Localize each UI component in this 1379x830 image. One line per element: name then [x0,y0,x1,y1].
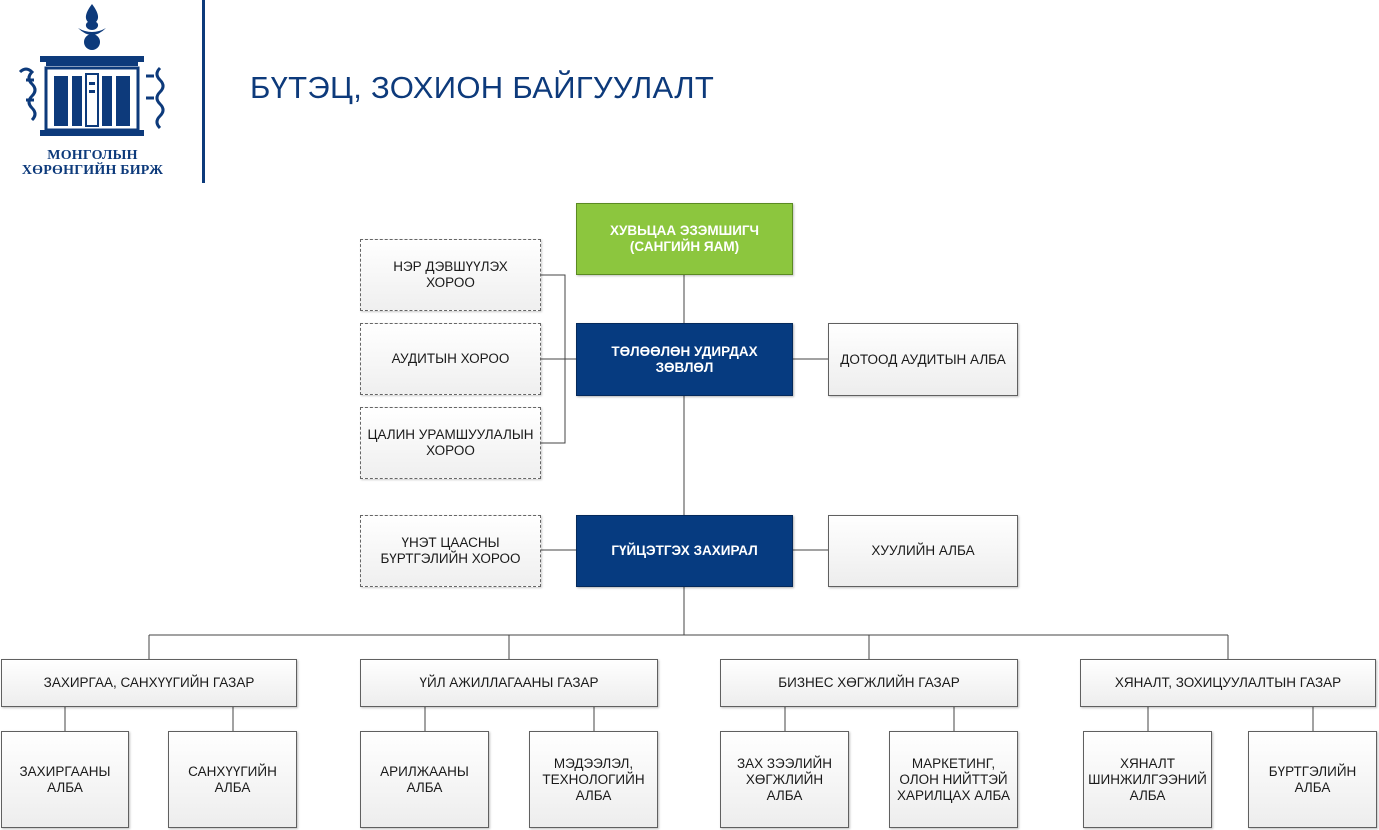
securities-committee-box: ҮНЭТ ЦААСНЫ БҮРТГЭЛИЙН ХОРОО [360,515,541,587]
department-box-supervision: ХЯНАЛТ, ЗОХИЦУУЛАЛТЫН ГАЗАР [1080,659,1376,707]
unit-label: ХЯНАЛТ ШИНЖИЛГЭЭНИЙ АЛБА [1088,755,1207,803]
unit-box: ХЯНАЛТ ШИНЖИЛГЭЭНИЙ АЛБА [1083,731,1212,828]
department-label: ХЯНАЛТ, ЗОХИЦУУЛАЛТЫН ГАЗАР [1114,675,1342,690]
internal-audit-box: ДОТООД АУДИТЫН АЛБА [828,323,1018,396]
unit-label: МАРКЕТИНГ, ОЛОН НИЙТТЭЙ ХАРИЛЦАХ АЛБА [896,755,1011,803]
logo-text-line2: ХӨРӨНГИЙН БИРЖ [21,163,164,178]
page-title: БҮТЭЦ, ЗОХИОН БАЙГУУЛАЛТ [250,70,715,105]
ceo-label: ГҮЙЦЭТГЭХ ЗАХИРАЛ [611,543,758,558]
unit-label: БҮРТГЭЛИЙН АЛБА [1268,763,1357,795]
committee-label: АУДИТЫН ХОРОО [391,351,510,366]
department-box-admin-finance: ЗАХИРГАА, САНХҮҮГИЙН ГАЗАР [1,659,297,707]
unit-box: ЗАХ ЗЭЭЛИЙН ХӨГЖЛИЙН АЛБА [720,731,849,828]
unit-label: МЭДЭЭЛЭЛ, ТЕХНОЛОГИЙН АЛБА [542,755,645,803]
ceo-box: ГҮЙЦЭТГЭХ ЗАХИРАЛ [576,515,793,587]
committee-box-nomination: НЭР ДЭВШҮҮЛЭХ ХОРОО [360,239,541,311]
committee-label: НЭР ДЭВШҮҮЛЭХ ХОРОО [393,259,508,290]
legal-label: ХУУЛИЙН АЛБА [871,543,975,558]
unit-box: МАРКЕТИНГ, ОЛОН НИЙТТЭЙ ХАРИЛЦАХ АЛБА [889,731,1018,828]
committee-label: ЦАЛИН УРАМШУУЛАЛЫН ХОРОО [367,427,534,458]
exchange-logo: МОНГОЛЫН ХӨРӨНГИЙН БИРЖ [10,2,175,182]
shareholder-label: ХУВЬЦАА ЭЗЭМШИГЧ (САНГИЙН ЯАМ) [609,223,760,254]
logo-text-line1: МОНГОЛЫН [47,148,138,163]
unit-box: МЭДЭЭЛЭЛ, ТЕХНОЛОГИЙН АЛБА [529,731,658,828]
unit-box: АРИЛЖААНЫ АЛБА [360,731,489,828]
committee-box-remuneration: ЦАЛИН УРАМШУУЛАЛЫН ХОРОО [360,407,541,479]
shareholder-box: ХУВЬЦАА ЭЗЭМШИГЧ (САНГИЙН ЯАМ) [576,203,793,275]
unit-box: ЗАХИРГААНЫ АЛБА [1,731,129,828]
unit-label: ЗАХИРГААНЫ АЛБА [19,763,111,795]
unit-box: БҮРТГЭЛИЙН АЛБА [1248,731,1377,828]
board-box: ТӨЛӨӨЛӨН УДИРДАХ ЗӨВЛӨЛ [576,323,793,396]
unit-label: ЗАХ ЗЭЭЛИЙН ХӨГЖЛИЙН АЛБА [736,755,833,803]
board-label: ТӨЛӨӨЛӨН УДИРДАХ ЗӨВЛӨЛ [611,343,758,375]
department-label: ҮЙЛ АЖИЛЛАГААНЫ ГАЗАР [419,675,599,690]
department-box-operations: ҮЙЛ АЖИЛЛАГААНЫ ГАЗАР [360,659,658,707]
soyombo-logo-icon [18,4,165,136]
department-label: БИЗНЕС ХӨГЖЛИЙН ГАЗАР [778,675,960,690]
department-box-business-development: БИЗНЕС ХӨГЖЛИЙН ГАЗАР [720,659,1018,707]
unit-box: САНХҮҮГИЙН АЛБА [168,731,297,828]
header-divider [202,0,205,183]
internal-audit-label: ДОТООД АУДИТЫН АЛБА [840,351,1006,367]
legal-box: ХУУЛИЙН АЛБА [828,515,1018,587]
unit-label: САНХҮҮГИЙН АЛБА [188,763,277,795]
securities-committee-label: ҮНЭТ ЦААСНЫ БҮРТГЭЛИЙН ХОРОО [380,535,521,566]
committee-box-audit: АУДИТЫН ХОРОО [360,323,541,395]
unit-label: АРИЛЖААНЫ АЛБА [380,763,469,795]
department-label: ЗАХИРГАА, САНХҮҮГИЙН ГАЗАР [43,675,255,690]
